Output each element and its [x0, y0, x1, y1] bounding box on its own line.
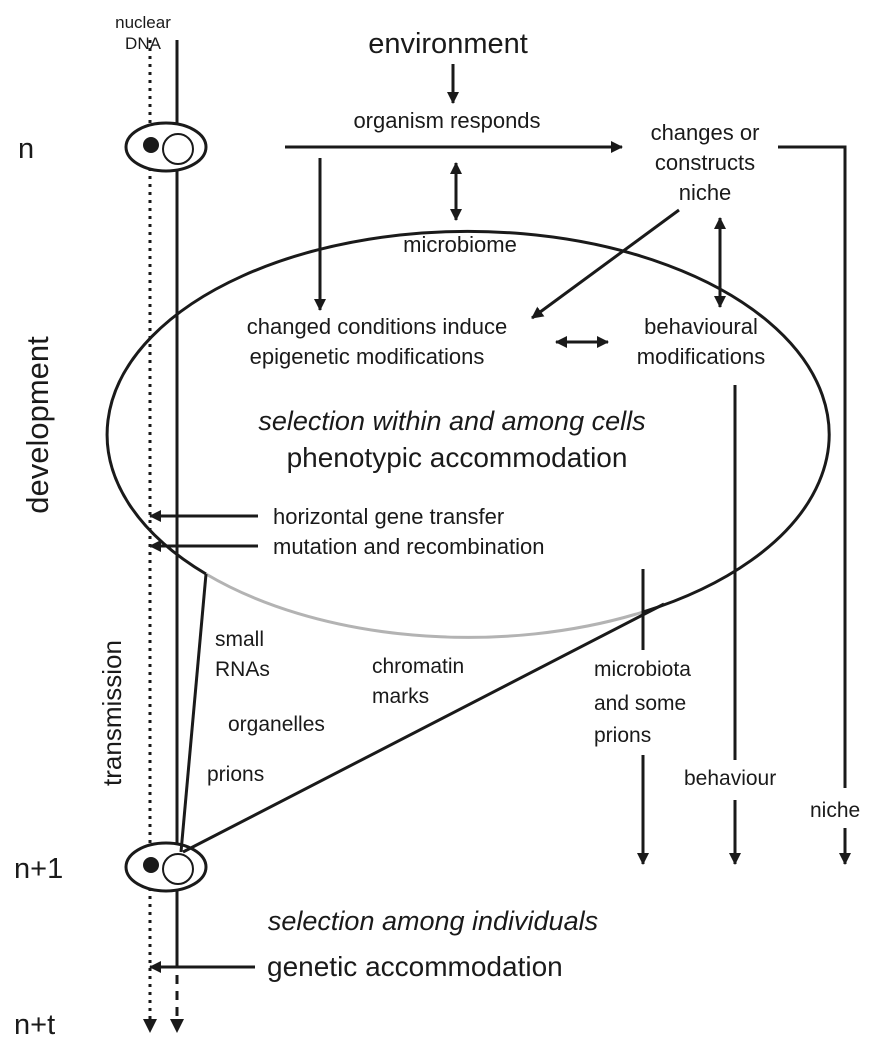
transmission-label: transmission	[97, 640, 127, 786]
behaviour-label: behaviour	[684, 767, 776, 790]
genetic-accommodation-label: genetic accommodation	[267, 951, 563, 982]
cell-generation-n	[124, 121, 208, 173]
chromatin-label-2: marks	[372, 685, 429, 708]
phenotypic-accommodation-label: phenotypic accommodation	[287, 442, 628, 473]
mutation-label: mutation and recombination	[273, 534, 545, 559]
generation-n-plus-t-label: n+t	[14, 1009, 55, 1041]
transmission-cone-left	[179, 573, 208, 853]
development-ellipse-faded-arc	[205, 572, 644, 639]
small-rnas-label-1: small	[215, 628, 264, 651]
behavioural-label-2: modifications	[637, 344, 765, 369]
niche-label-1: changes or	[651, 120, 760, 145]
organism-responds-label: organism responds	[353, 108, 540, 133]
development-ellipse-outline	[105, 229, 831, 614]
niche-to-epigenetic-arrow	[531, 208, 680, 320]
organelles-label: organelles	[228, 713, 325, 736]
development-label: development	[20, 336, 55, 514]
lineage-arrowhead	[170, 1019, 184, 1033]
microbiome-label: microbiome	[403, 232, 517, 257]
dna-arrowhead	[143, 1019, 157, 1033]
nuclear-dna-label-2: DNA	[125, 34, 162, 53]
behavioural-label-1: behavioural	[644, 314, 758, 339]
hgt-label: horizontal gene transfer	[273, 504, 504, 529]
transmission-cone-right	[182, 602, 665, 854]
generation-n-plus-1-label: n+1	[14, 853, 63, 885]
microbiota-label-1: microbiota	[594, 658, 691, 681]
cell-generation-n-plus-1	[124, 841, 208, 893]
chromatin-label-1: chromatin	[372, 655, 464, 678]
selection-among-individuals-label: selection among individuals	[268, 906, 598, 936]
microbiota-label-2: and some	[594, 692, 686, 715]
niche-label-2: constructs	[655, 150, 755, 175]
nuclear-dna-label-1: nuclear	[115, 13, 171, 32]
prions-label: prions	[207, 763, 264, 786]
environment-label: environment	[368, 28, 528, 60]
nucleus-n-plus-1	[143, 857, 159, 873]
generation-n-label: n	[18, 133, 34, 165]
epigenetic-label-1: changed conditions induce	[247, 314, 508, 339]
niche-label-3: niche	[679, 180, 732, 205]
niche-inheritance-label: niche	[810, 799, 860, 822]
microbiota-label-3: prions	[594, 724, 651, 747]
niche-inheritance-arrow	[778, 145, 847, 788]
nucleus-n	[143, 137, 159, 153]
epigenetic-label-2: epigenetic modifications	[250, 344, 485, 369]
small-rnas-label-2: RNAs	[215, 658, 270, 681]
selection-within-cells-label: selection within and among cells	[258, 406, 645, 436]
